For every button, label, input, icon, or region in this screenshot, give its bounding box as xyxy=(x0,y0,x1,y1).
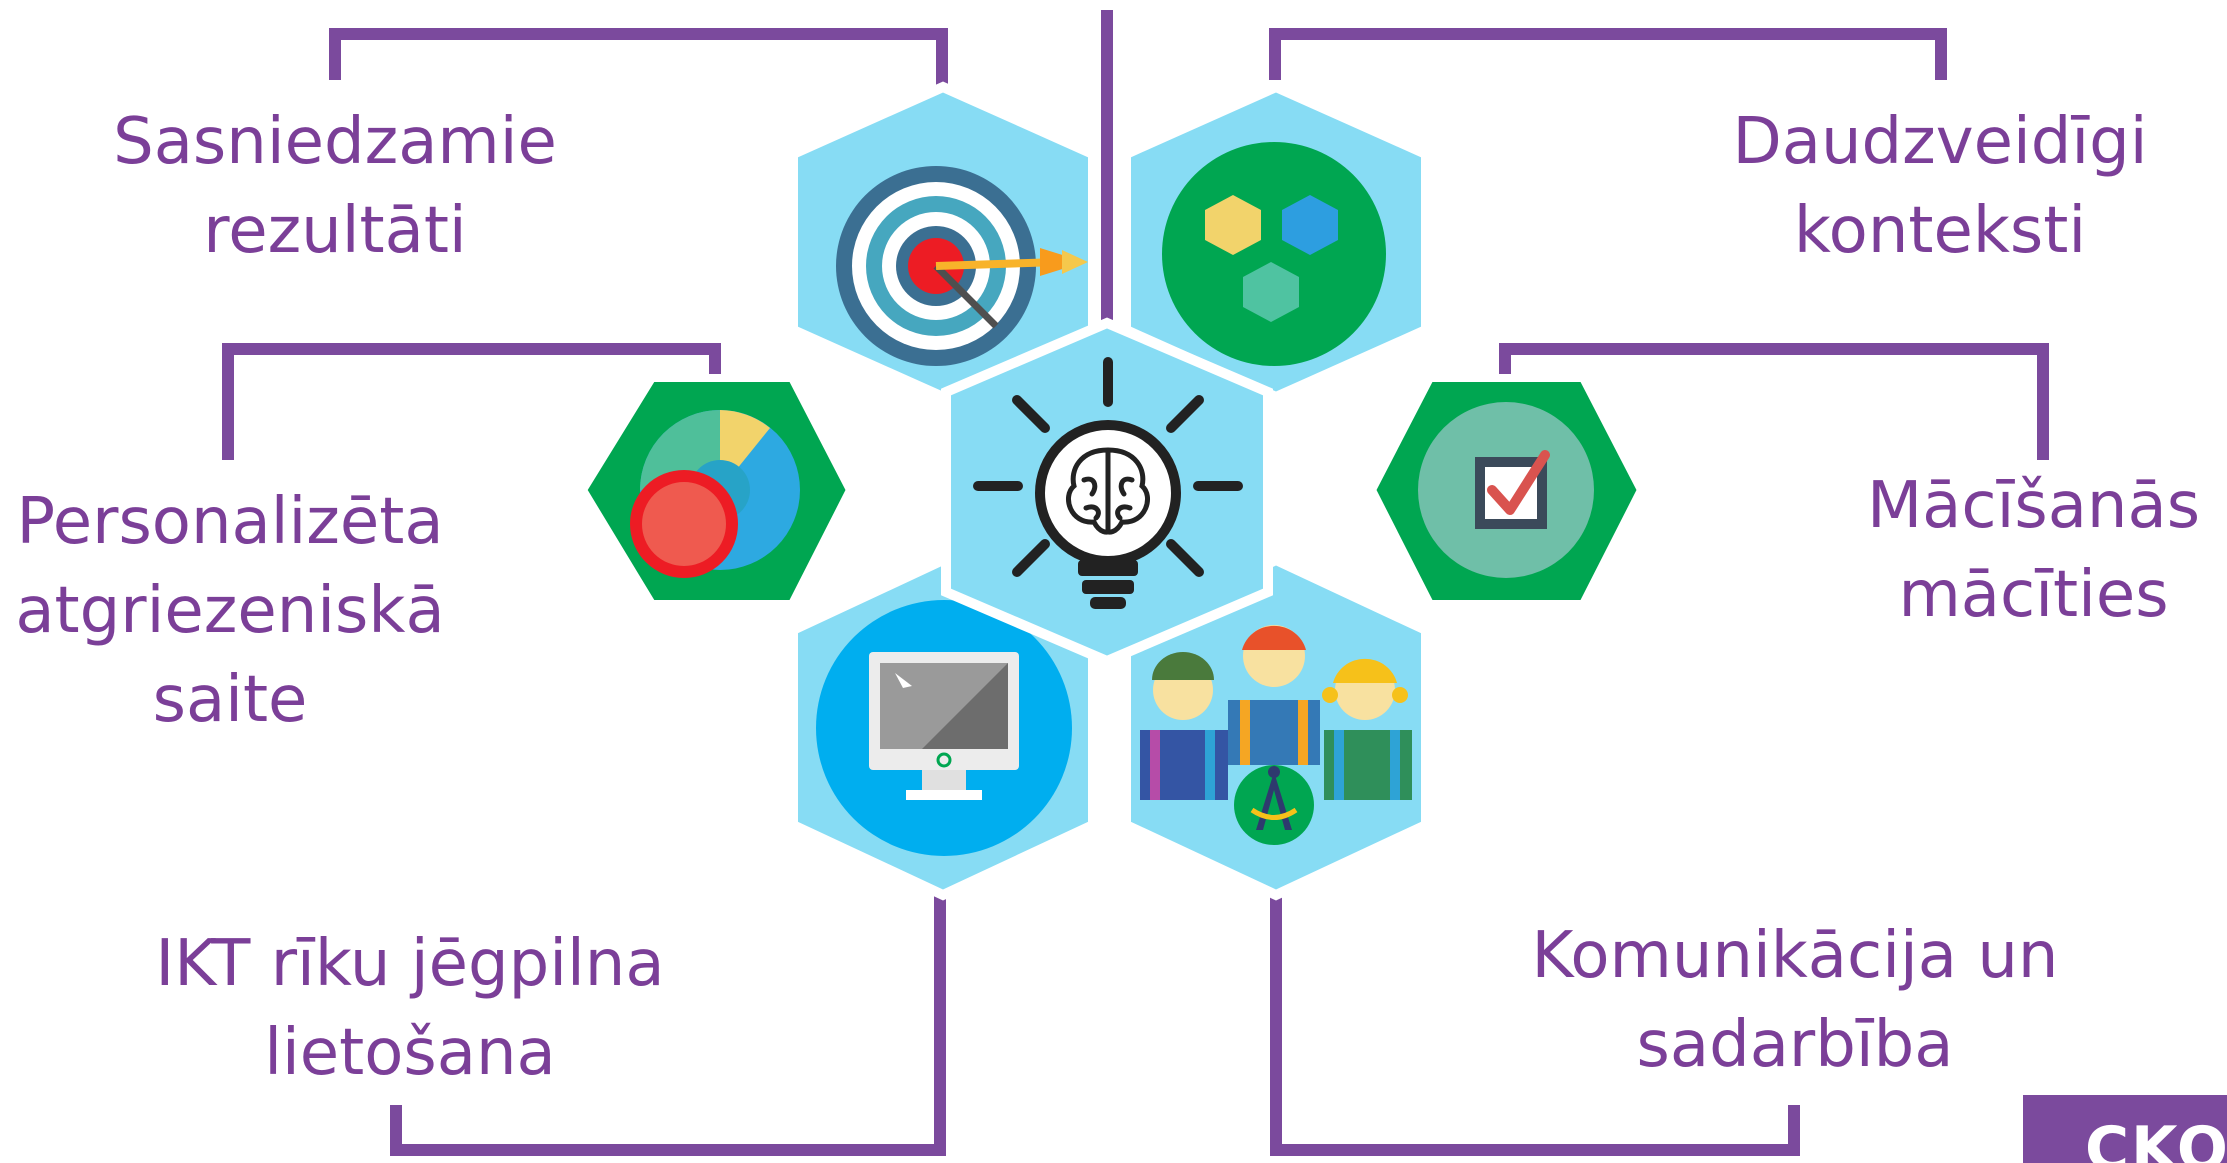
label-contexts-line2: konteksti xyxy=(1793,194,2087,268)
connector-learning xyxy=(1499,343,2049,460)
label-ict-line2: lietošana xyxy=(264,1016,556,1090)
label-learning: Mācīšanās mācīties xyxy=(1840,462,2227,640)
computer-monitor-icon xyxy=(816,600,1072,856)
label-feedback-line3: saite xyxy=(152,663,308,737)
label-collaboration-line1: Komunikācija un xyxy=(1531,919,2059,993)
logo-badge: CKOI xyxy=(2023,1095,2227,1163)
connector-contexts xyxy=(1269,28,1947,80)
target-arrow-icon xyxy=(836,166,1088,366)
pie-chart-magnifier-icon xyxy=(630,410,800,578)
connector-outcomes xyxy=(329,28,948,86)
lightbulb-brain-icon xyxy=(973,357,1243,609)
students-group-icon xyxy=(1140,625,1412,845)
label-feedback: Personalizēta atgriezeniskā saite xyxy=(0,478,460,745)
hex-learning xyxy=(1367,374,1646,608)
hex-feedback xyxy=(578,374,855,608)
label-feedback-line2: atgriezeniskā xyxy=(15,574,445,648)
label-ict: IKT rīku jēgpilna lietošana xyxy=(100,920,720,1098)
label-outcomes-line2: rezultāti xyxy=(203,194,467,268)
connector-collaboration xyxy=(1270,895,1800,1156)
label-outcomes-line1: Sasniedzamie xyxy=(113,105,557,179)
connector-ict xyxy=(390,895,946,1156)
checkbox-icon xyxy=(1418,402,1594,578)
label-ict-line1: IKT rīku jēgpilna xyxy=(155,927,665,1001)
connector-lines xyxy=(222,10,2049,1156)
label-outcomes: Sasniedzamie rezultāti xyxy=(90,98,580,276)
hex-outcomes xyxy=(788,81,1098,403)
hexagon-cluster-icon xyxy=(1162,142,1386,366)
label-learning-line1: Mācīšanās xyxy=(1866,469,2201,543)
hex-center xyxy=(941,317,1273,667)
label-contexts: Daudzveidīgi konteksti xyxy=(1700,98,2180,276)
label-feedback-line1: Personalizēta xyxy=(16,485,444,559)
label-learning-line2: mācīties xyxy=(1898,558,2169,632)
connector-feedback xyxy=(222,343,721,460)
logo-text: CKOI xyxy=(2085,1114,2227,1163)
label-collaboration: Komunikācija un sadarbība xyxy=(1490,912,2100,1090)
label-collaboration-line2: sadarbība xyxy=(1636,1008,1954,1082)
hex-collaboration xyxy=(1121,554,1431,901)
label-contexts-line1: Daudzveidīgi xyxy=(1732,105,2148,179)
